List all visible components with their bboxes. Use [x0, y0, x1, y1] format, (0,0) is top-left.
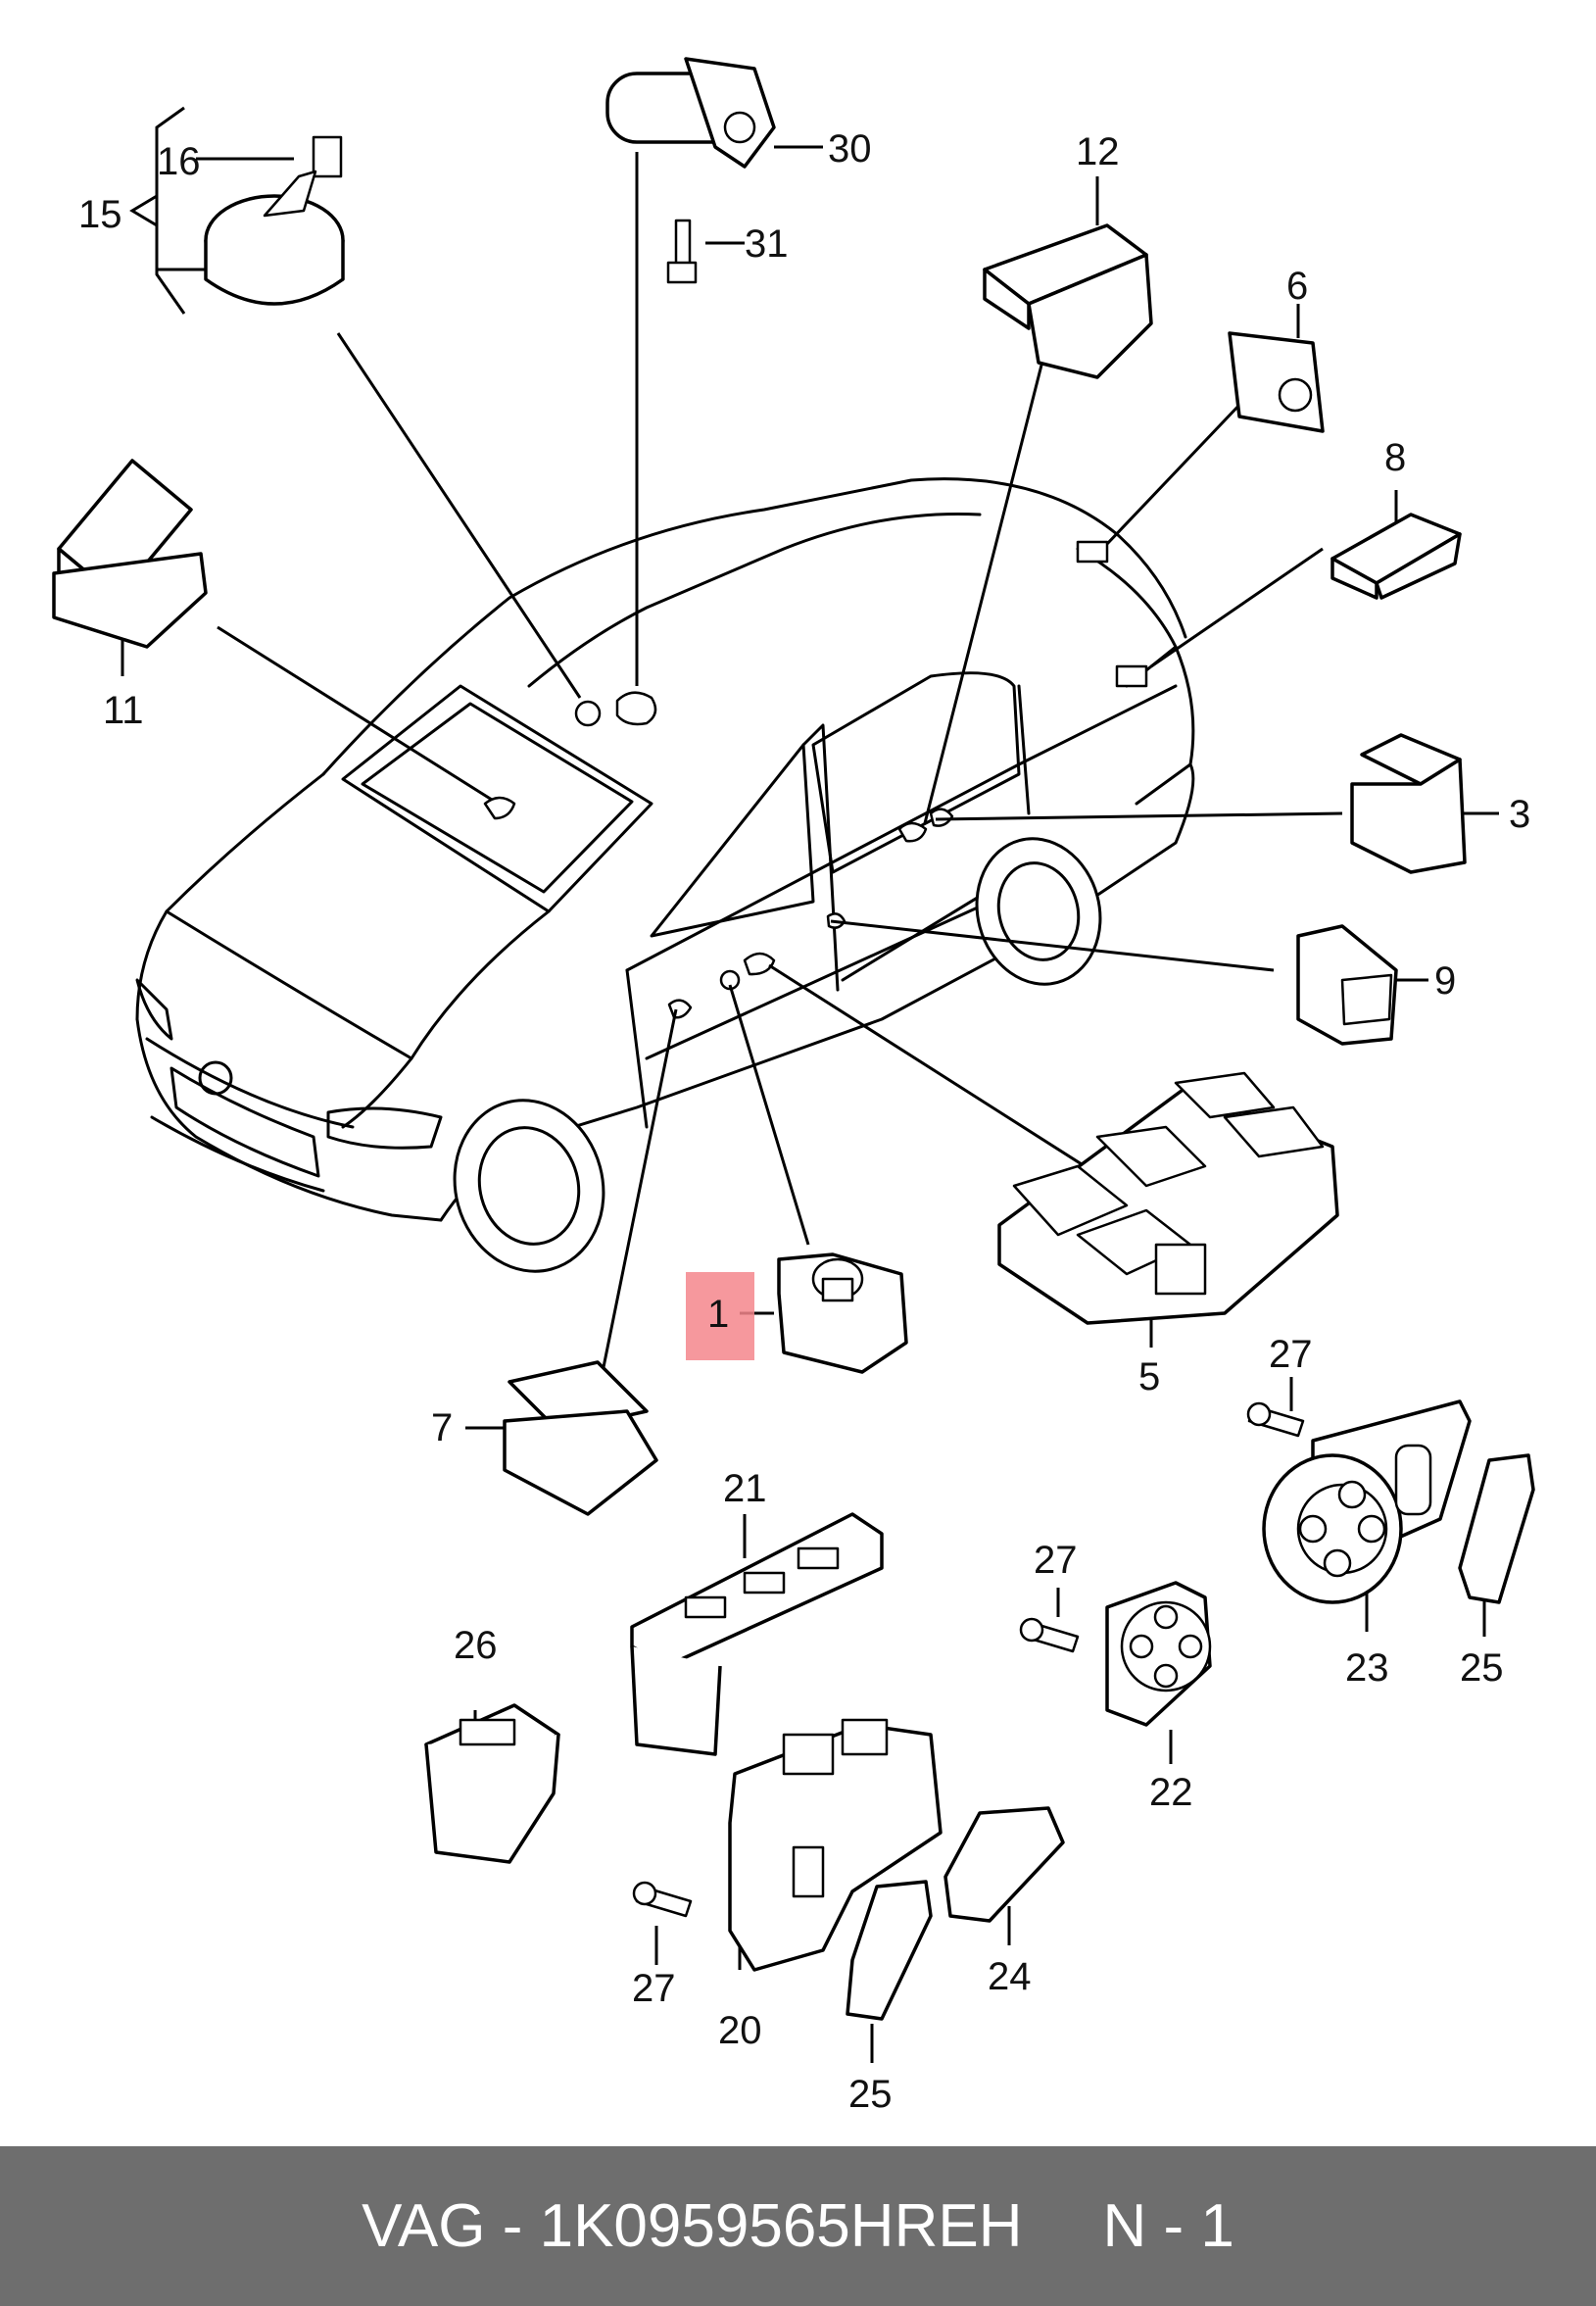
- callout-12: 12: [1076, 130, 1120, 173]
- part-25-knob-upper: [1458, 1453, 1535, 1604]
- callout-9: 9: [1434, 959, 1456, 1003]
- part-26-switch: [424, 1703, 560, 1864]
- part-24-knob: [943, 1806, 1065, 1923]
- callout-27-mid: 27: [1034, 1539, 1078, 1582]
- parts-diagram: 15 16 30 31 12 6 8 11 3 9 5 1 7 27 21 27…: [52, 57, 1535, 2116]
- callout-3: 3: [1509, 793, 1530, 836]
- part-30-31-actuator: [605, 57, 776, 284]
- callout-20: 20: [718, 2009, 762, 2052]
- part-1-highlight: [686, 1272, 754, 1360]
- callout-30: 30: [828, 127, 872, 171]
- callout-labels: 15 16 30 31 12 6 8 11 3 9 5 1 7 27 21 27…: [78, 127, 1530, 2116]
- callout-25-bottom: 25: [848, 2073, 893, 2116]
- part-6-switch: [1228, 331, 1325, 433]
- part-20-seat-switch-housing: [728, 1718, 943, 1972]
- part-21-switch-strip: [630, 1512, 884, 1756]
- part-22-seat-switch: [1105, 1581, 1212, 1727]
- part-11-switch: [52, 459, 208, 649]
- quantity-text: N - 1: [1102, 2192, 1234, 2260]
- callout-27-bottom: 27: [632, 1967, 676, 2010]
- callout-7: 7: [431, 1406, 453, 1449]
- car-illustration: [135, 477, 1195, 1273]
- callout-1: 1: [707, 1293, 729, 1336]
- callout-16: 16: [157, 140, 201, 183]
- part-8-switch: [1330, 513, 1462, 600]
- callout-22: 22: [1149, 1771, 1193, 1814]
- part-16-15-rotary-switch: [204, 135, 345, 306]
- part-25-knob-lower: [846, 1880, 933, 2021]
- callout-15: 15: [78, 193, 122, 236]
- part-7-switch: [503, 1360, 658, 1516]
- part-3-switch: [1350, 733, 1467, 874]
- callout-6: 6: [1286, 265, 1308, 308]
- callout-8: 8: [1384, 436, 1406, 479]
- callout-27-top: 27: [1269, 1333, 1313, 1376]
- part-5-switch-block: [997, 1071, 1339, 1325]
- callout-26: 26: [454, 1624, 498, 1667]
- callout-24: 24: [988, 1955, 1032, 1998]
- callout-21: 21: [723, 1467, 767, 1510]
- callout-31: 31: [745, 222, 789, 266]
- part-1-mirror-switch: [777, 1252, 908, 1374]
- part-9-switch: [1296, 924, 1398, 1046]
- part-number-footer: VAG - 1K0959565HREH N - 1: [0, 2146, 1596, 2306]
- part-23-seat-switch: [1262, 1399, 1472, 1604]
- callout-25-right: 25: [1460, 1646, 1504, 1690]
- screws-27: [632, 1401, 1305, 1918]
- callout-23: 23: [1345, 1646, 1389, 1690]
- part-number-text: VAG - 1K0959565HREH: [362, 2192, 1023, 2260]
- part-12-switch: [983, 223, 1153, 379]
- callout-5: 5: [1138, 1355, 1160, 1398]
- callout-11: 11: [103, 689, 144, 732]
